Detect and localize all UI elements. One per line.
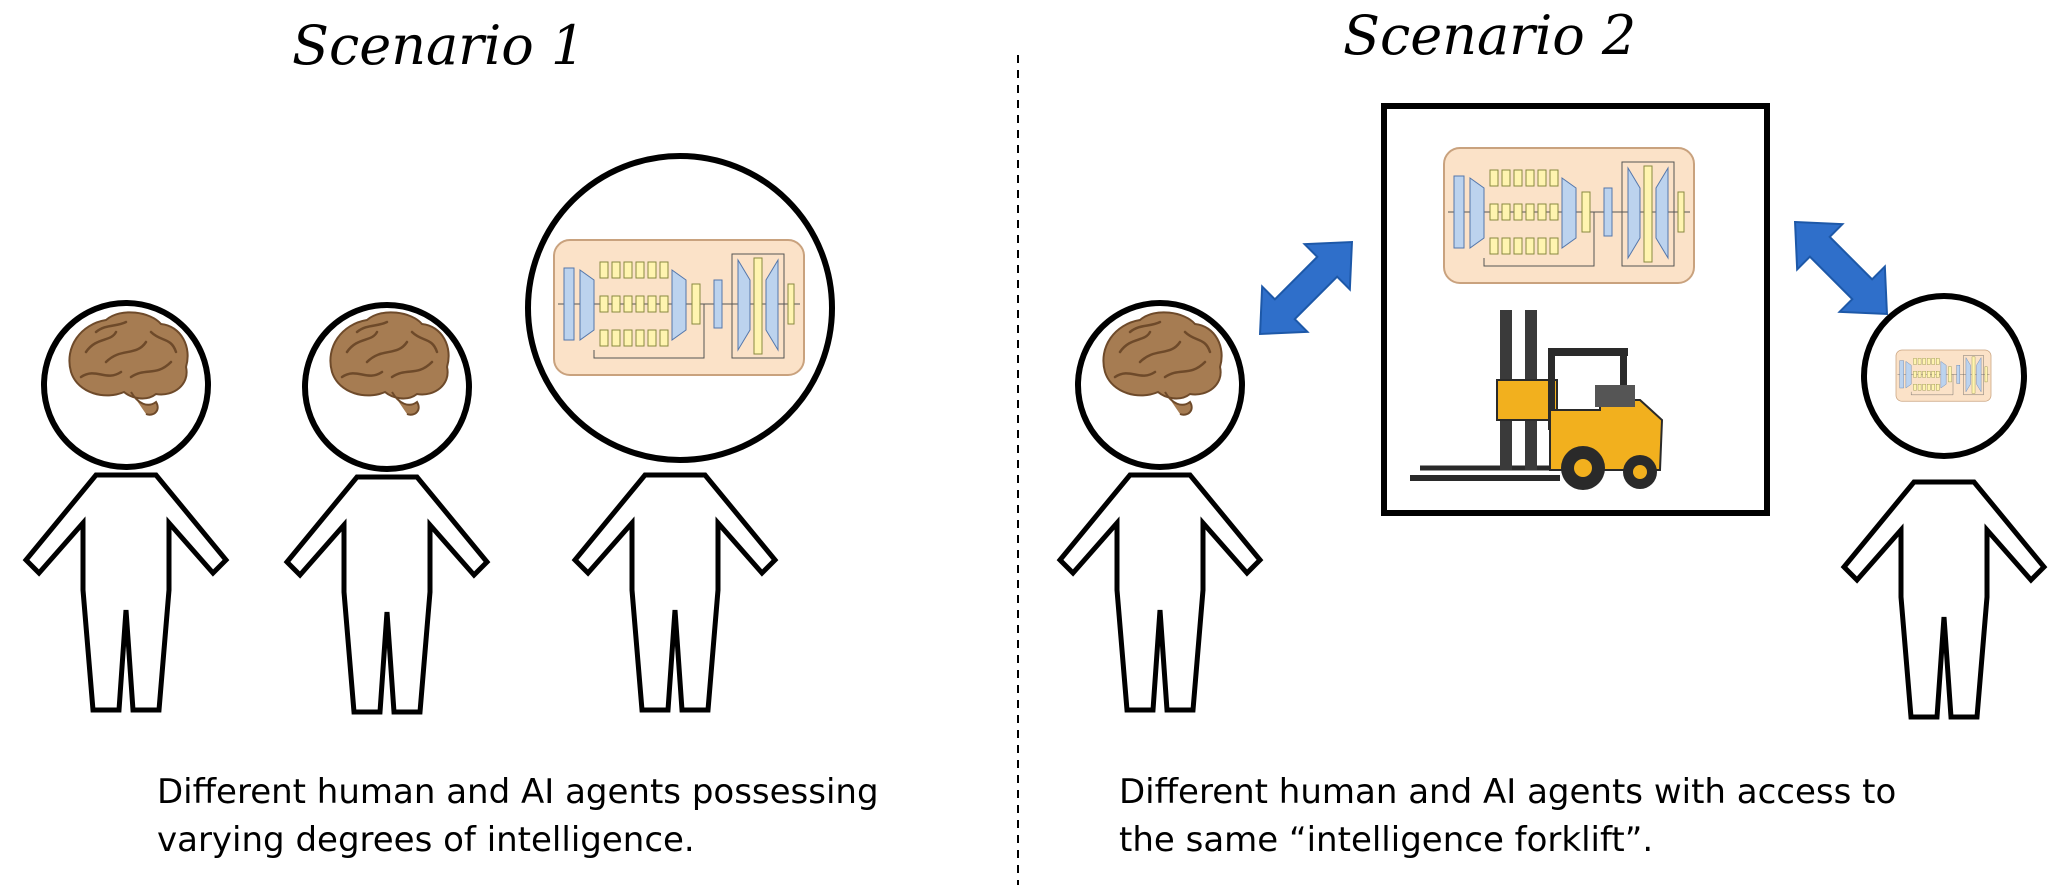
scenario2-caption: Different human and AI agents with acces… xyxy=(1119,768,1896,864)
scenario2-ai-agent xyxy=(1844,293,2044,717)
scenario2-caption-line1: Different human and AI agents with acces… xyxy=(1119,772,1897,812)
neural-network-icon xyxy=(1443,147,1695,284)
double-arrow-icon xyxy=(1236,218,1376,358)
neural-network-icon xyxy=(553,239,805,376)
scenario1-human-agent-2 xyxy=(287,302,487,712)
forklift-icon xyxy=(1410,310,1664,490)
scenario1-human-agent-1 xyxy=(26,300,226,710)
scenario1-ai-agent xyxy=(525,153,835,710)
scenario1-title: Scenario 1 xyxy=(292,14,586,77)
scenario2-caption-line2: the same “intelligence forklift”. xyxy=(1119,820,1654,860)
scenario1-caption-line1: Different human and AI agents possessing xyxy=(157,772,879,812)
scenario2-human-agent xyxy=(1060,300,1260,710)
intelligence-forklift-box xyxy=(1381,103,1770,516)
neural-network-icon xyxy=(1895,349,1992,402)
scenario1-caption: Different human and AI agents possessing… xyxy=(157,768,879,864)
scenario1-caption-line2: varying degrees of intelligence. xyxy=(157,820,695,860)
scenario2-title: Scenario 2 xyxy=(1343,4,1637,67)
